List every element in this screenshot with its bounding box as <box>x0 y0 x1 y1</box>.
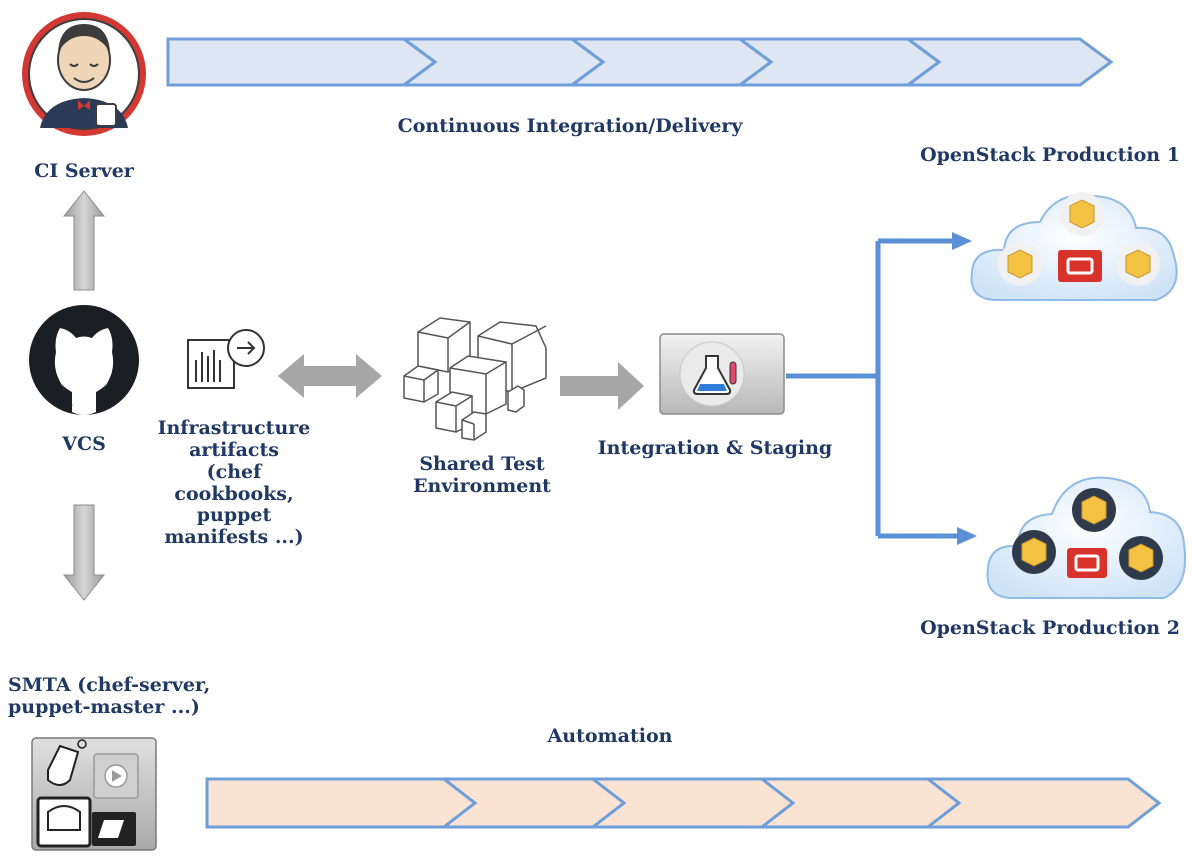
ci-pipeline-label: Continuous Integration/Delivery <box>397 115 743 137</box>
production-2-label: OpenStack Production 2 <box>920 617 1180 639</box>
github-octocat-icon <box>29 305 139 415</box>
config-management-icon <box>31 737 157 851</box>
openstack-cloud-icon <box>970 192 1178 301</box>
jenkins-butler-icon <box>22 12 146 136</box>
vcs-label: VCS <box>62 433 106 455</box>
distribution-connector <box>786 238 960 539</box>
down-arrow <box>62 504 106 601</box>
ci-pipeline-band <box>166 37 1114 87</box>
openstack-cloud-icon <box>986 476 1187 599</box>
production-1-label: OpenStack Production 1 <box>920 144 1180 166</box>
auto-chevron-4 <box>757 777 962 829</box>
up-arrow <box>62 190 106 291</box>
smta-label: SMTA (chef-server, puppet-master ...) <box>8 674 211 718</box>
arrow-to-production-2 <box>957 527 977 545</box>
infra-artifacts-label: Infrastructure artifacts (chef cookbooks… <box>157 417 311 549</box>
ci-server-label: CI Server <box>34 160 134 182</box>
auto-chevron-5 <box>923 777 1162 829</box>
auto-chevron-3 <box>588 777 796 829</box>
artifact-document-icon <box>187 329 265 389</box>
ci-chevron-4 <box>735 37 942 87</box>
arrow-to-production-1 <box>952 232 972 250</box>
cubes-icon <box>403 317 547 441</box>
flask-icon <box>659 333 785 415</box>
auto-chevron-1 <box>205 777 478 829</box>
ci-chevron-3 <box>567 37 774 87</box>
ci-chevron-1 <box>166 37 438 87</box>
ci-chevron-5 <box>903 37 1114 87</box>
ci-chevron-2 <box>399 37 606 87</box>
bidirectional-arrow <box>278 354 382 398</box>
shared-test-env-label: Shared Test Environment <box>413 453 551 497</box>
automation-label: Automation <box>547 725 673 747</box>
integration-staging-label: Integration & Staging <box>597 437 833 459</box>
test-to-staging-arrow <box>560 362 644 410</box>
automation-band <box>205 777 1162 829</box>
